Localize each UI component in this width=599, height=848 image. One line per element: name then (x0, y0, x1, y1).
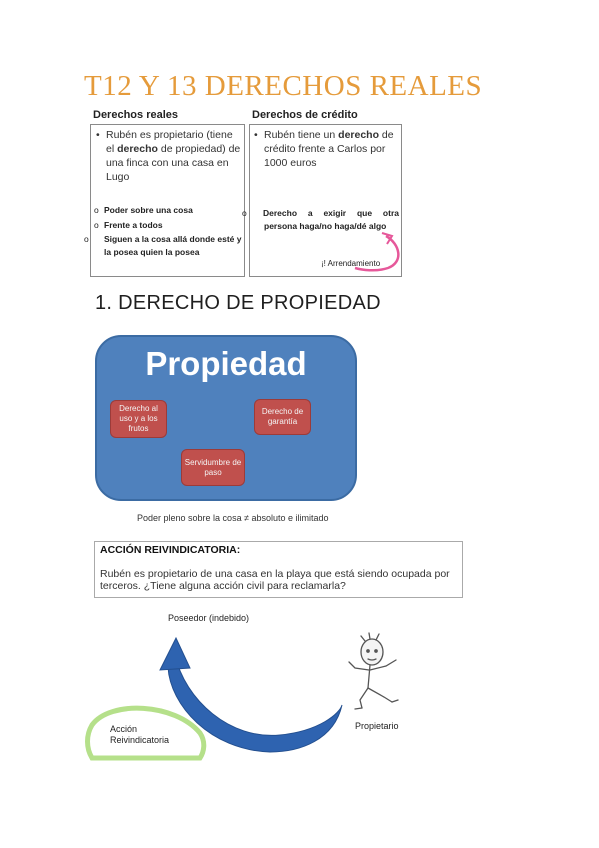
derechos-credito-box (249, 124, 402, 277)
accion-header: ACCIÓN REIVINDICATORIA: (100, 544, 241, 556)
derechos-reales-text: Rubén es propietario (tiene el derecho d… (106, 129, 241, 183)
section-title: 1. DERECHO DE PROPIEDAD (95, 292, 381, 314)
page-title: T12 Y 13 DERECHOS REALES (84, 70, 483, 102)
pink-arrow (354, 234, 400, 272)
derecho-uso-box: Derecho al uso y a los frutos (110, 400, 167, 438)
bullet-dot: • (254, 129, 258, 141)
derechos-reales-header: Derechos reales (93, 109, 178, 121)
propiedad-title: Propiedad (145, 345, 307, 382)
derechos-reales-box (90, 124, 245, 277)
derechos-credito-text: Rubén tiene un derecho de crédito frente… (264, 129, 394, 169)
poseedor-label: Poseedor (indebido) (168, 613, 250, 623)
propietario-label: Propietario (355, 721, 399, 731)
accion-reivindicatoria-label: Acción Reivindicatoria (110, 724, 170, 745)
green-ellipse (85, 705, 207, 761)
accion-box (94, 541, 463, 598)
derechos-credito-header: Derechos de crédito (252, 109, 358, 121)
accion-text: Rubén es propietario de una casa en la p… (100, 568, 450, 592)
propietario-figure (348, 632, 399, 710)
derecho-garantia-box: Derecho de garantía (254, 399, 311, 435)
caption: Poder pleno sobre la cosa ≠ absoluto e i… (137, 513, 329, 523)
servidumbre-box: Servidumbre de paso (181, 449, 245, 486)
blue-arrow (167, 653, 343, 753)
blue-arrow-head (159, 636, 191, 671)
bullet-dot: • (96, 129, 100, 141)
arrendamiento-note: ¡! Arrendamiento (321, 259, 381, 268)
pink-arrow-head (381, 232, 394, 245)
